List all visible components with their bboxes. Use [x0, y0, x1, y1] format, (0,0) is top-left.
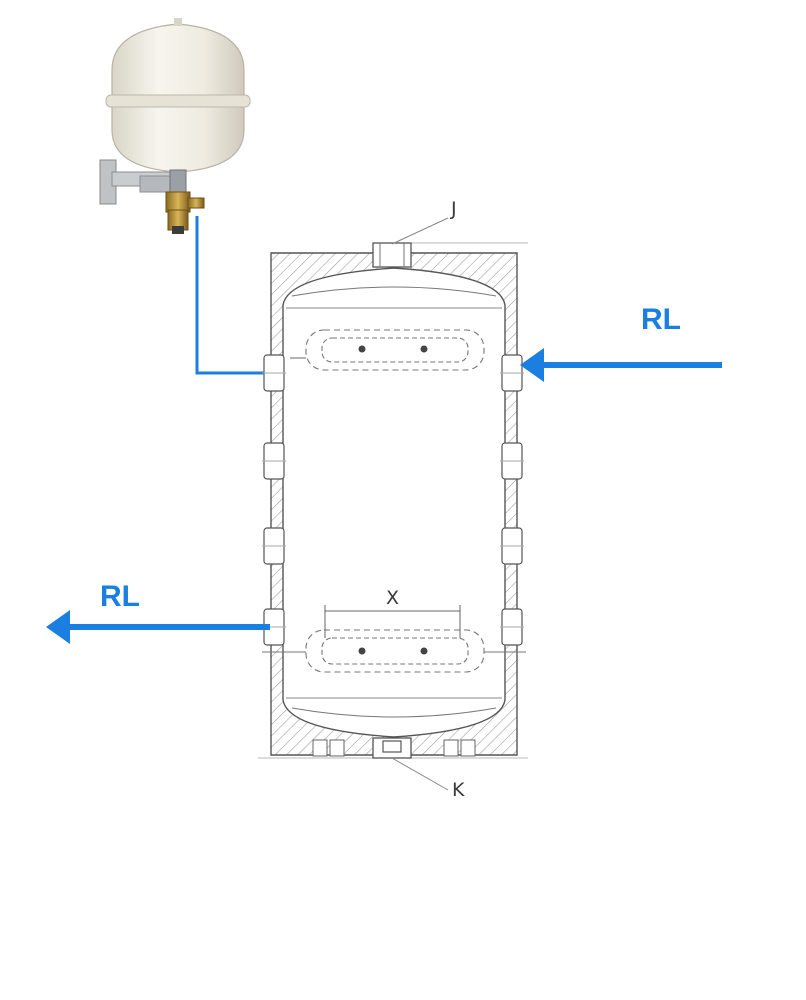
label-return-left: RL [100, 580, 140, 613]
dimension-x [324, 605, 461, 638]
expansion-vessel-icon [99, 18, 251, 234]
label-bottom-port: K [452, 779, 465, 801]
buffer-tank [258, 217, 528, 791]
label-top-port: J [450, 198, 457, 220]
label-dimension-x: X [386, 587, 399, 609]
label-return-right: RL [641, 303, 681, 336]
lower-heat-exchanger [262, 629, 526, 673]
upper-heat-exchanger [290, 329, 485, 371]
arrow-left-icon [46, 610, 270, 644]
arrow-left-icon [520, 348, 722, 382]
expansion-pipe [195, 216, 268, 375]
